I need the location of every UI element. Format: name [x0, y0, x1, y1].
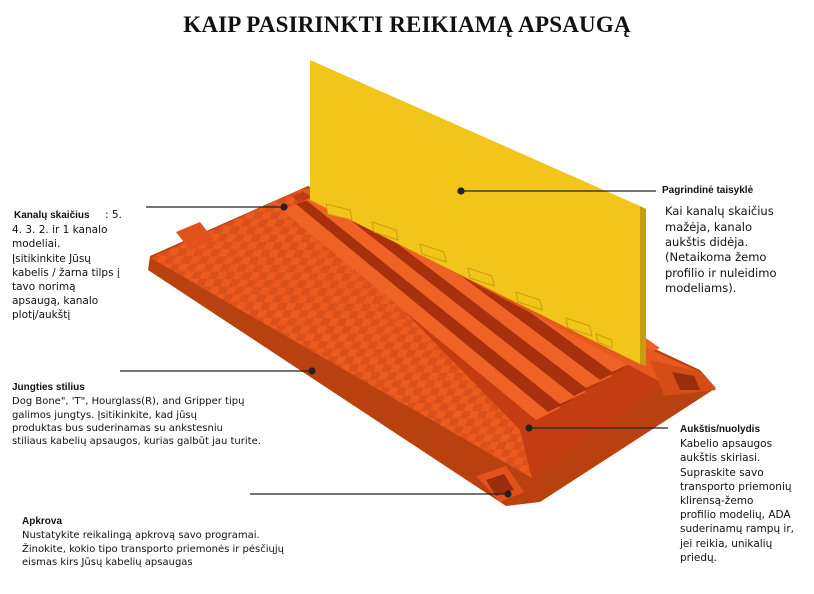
page-title: KAIP PASIRINKTI REIKIAMĄ APSAUGĄ — [183, 12, 631, 37]
ramp-left-surface — [150, 190, 532, 478]
load-body: Nustatykite reikalingą apkrovą savo prog… — [22, 530, 284, 569]
connector-heading: Jungties stilius — [12, 382, 85, 393]
annotation-main-rule: Pagrindinė taisyklė Kai kanalų skaičius … — [662, 184, 812, 297]
load-heading: Apkrova — [22, 516, 63, 527]
yellow-lid — [310, 60, 640, 364]
connector-right-notch — [672, 372, 700, 390]
channels-body: 4. 3. 2. ir 1 kanalo modeliai. Įsitikink… — [12, 224, 120, 322]
yellow-lid-edge — [640, 206, 646, 366]
annotation-height: Aukštis/nuolydis Kabelio apsaugos aukšti… — [680, 423, 814, 565]
channels-heading: Kanalų skaičius — [14, 210, 90, 221]
main-rule-body: Kai kanalų skaičius mažėja, kanalo aukšt… — [665, 204, 777, 296]
main-rule-heading: Pagrindinė taisyklė — [662, 185, 754, 196]
lid-hinges — [325, 203, 613, 349]
annotation-connector: Jungties stilius Dog Bone", 'T", Hourgla… — [12, 381, 312, 449]
annotation-load: Apkrova Nustatykite reikalingą apkrovą s… — [22, 515, 342, 570]
channels-heading-suffix: : 5. — [104, 209, 122, 221]
height-heading: Aukštis/nuolydis — [680, 424, 761, 435]
connector-left-top — [176, 222, 214, 250]
connector-body: Dog Bone", 'T", Hourglass(R), and Grippe… — [12, 396, 261, 448]
leader-lines — [120, 187, 668, 498]
connector-notch — [486, 474, 514, 496]
annotation-channels: Kanalų skaičius : 5. 4. 3. 2. ir 1 kanal… — [12, 208, 146, 323]
height-body: Kabelio apsaugos aukštis skiriasi. Supra… — [680, 438, 795, 564]
